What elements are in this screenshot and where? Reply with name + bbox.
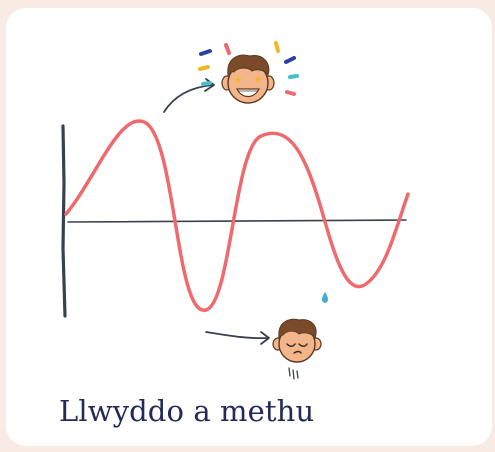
card-caption: Llwyddo a methu bbox=[59, 394, 315, 428]
curved-arrow-icon bbox=[163, 78, 215, 113]
svg-text:★: ★ bbox=[254, 75, 263, 86]
excited-face-icon: ★ ★ bbox=[198, 41, 299, 104]
right-arrow-icon bbox=[205, 331, 270, 345]
wave-line bbox=[64, 119, 410, 312]
card: ★ ★ Llwyddo a methu bbox=[6, 8, 492, 446]
sparkle-marks bbox=[198, 41, 299, 96]
sad-sweating-face-icon bbox=[272, 292, 328, 380]
vertical-axis bbox=[61, 124, 67, 318]
svg-text:★: ★ bbox=[234, 75, 243, 86]
horizontal-axis bbox=[67, 219, 407, 223]
wave-illustration: ★ ★ bbox=[61, 41, 410, 380]
